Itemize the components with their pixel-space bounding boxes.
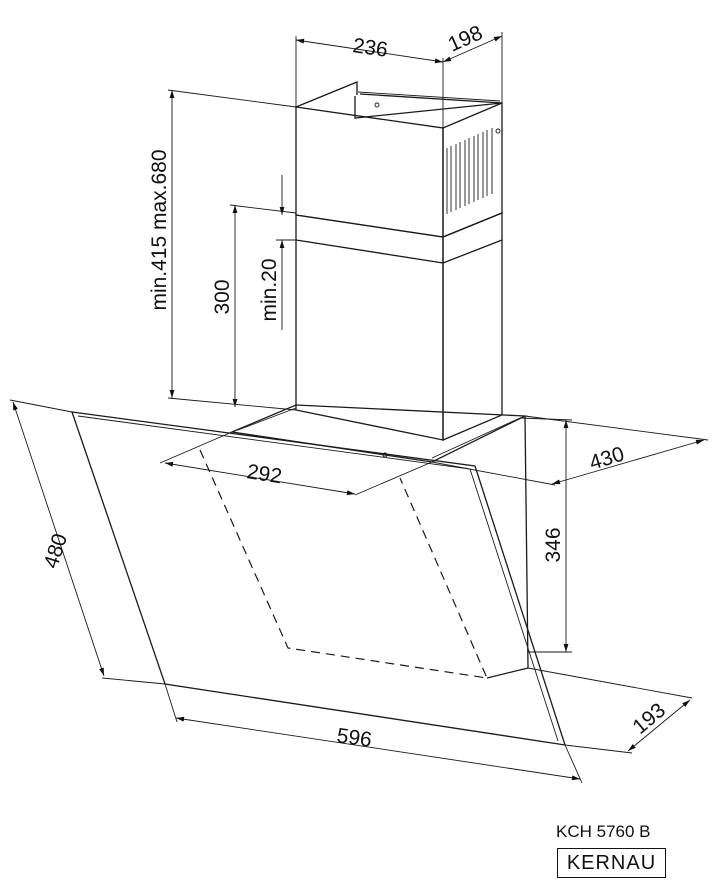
dim-292: 292 [245, 460, 283, 488]
chimney-upper [295, 81, 503, 238]
glass-panel [71, 411, 566, 746]
dim-596: 596 [335, 724, 373, 752]
canopy [229, 404, 529, 679]
dim-430: 430 [587, 443, 627, 475]
dim-min20: min.20 [258, 258, 281, 321]
model-number: KCH 5760 B [556, 822, 651, 841]
dim-198: 198 [445, 21, 486, 56]
hidden-body-outline [199, 449, 488, 679]
dim-236: 236 [351, 34, 389, 62]
dim-346: 346 [542, 527, 565, 562]
dim-height-range: min.415 max.680 [148, 149, 171, 310]
dim-193: 193 [628, 699, 670, 739]
dim-300: 300 [211, 279, 234, 314]
dimension-lines [9, 32, 709, 784]
brand-logo: KERNAU [557, 848, 666, 878]
